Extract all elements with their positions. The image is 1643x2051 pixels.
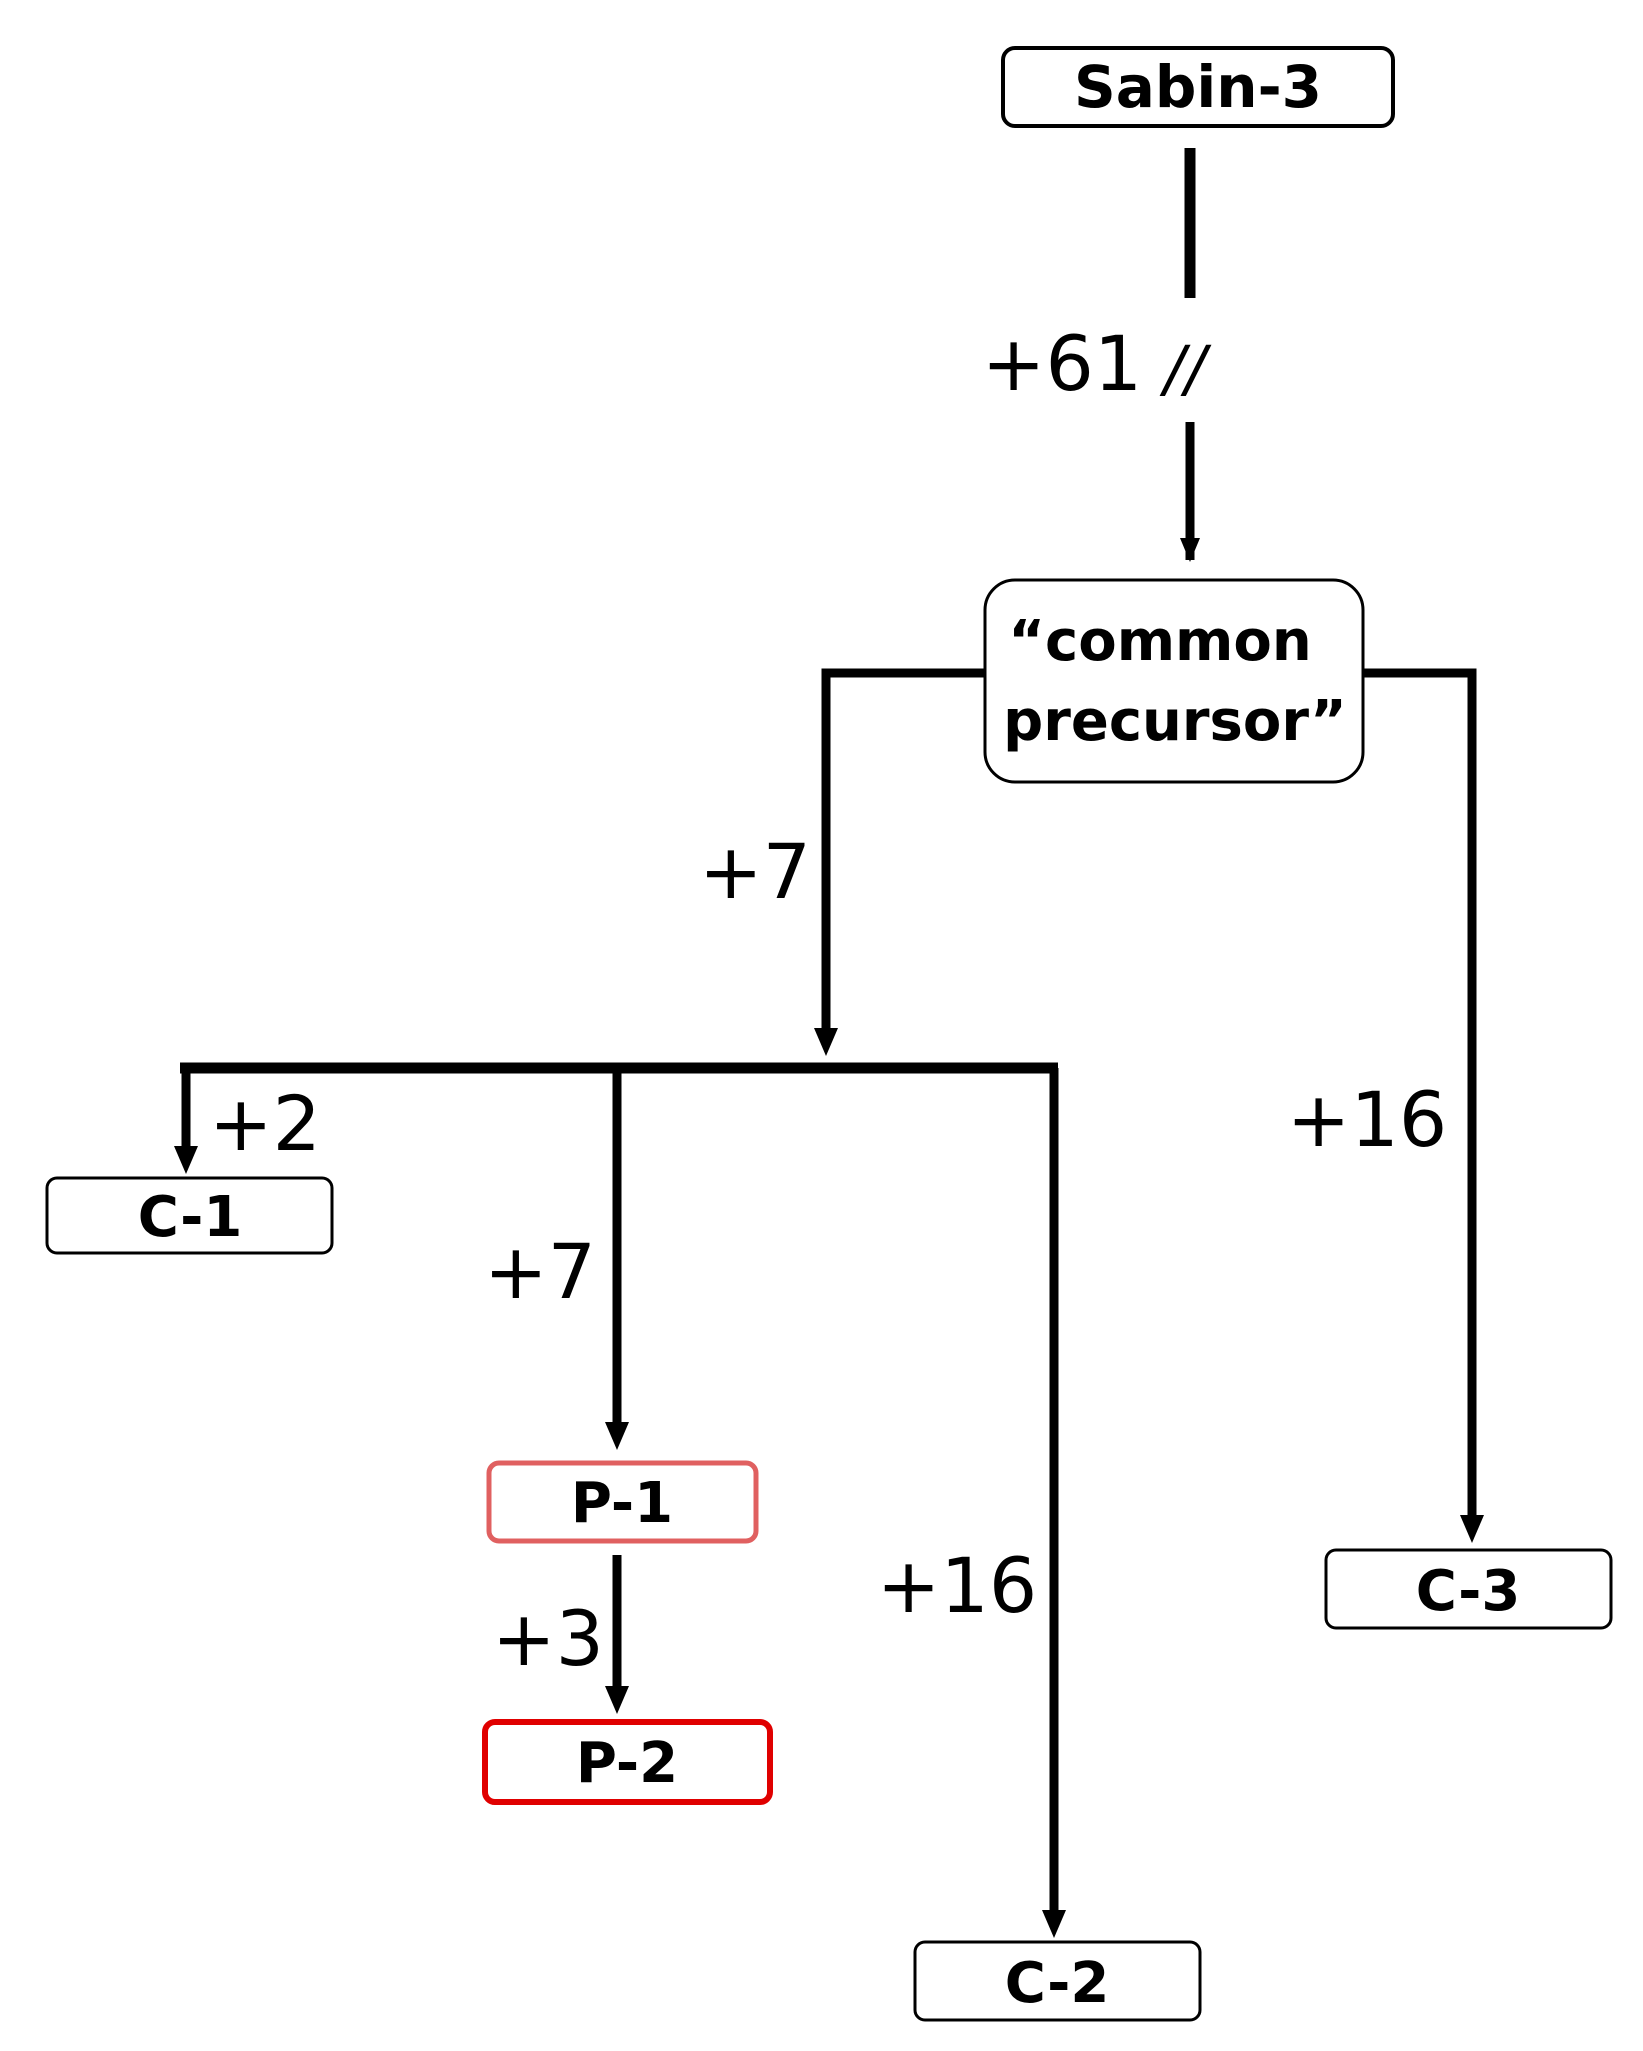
- break-mark: //: [1159, 332, 1212, 405]
- edge-label-branch-c2: +16: [877, 1541, 1037, 1630]
- node-common-precursor-line2: precursor”: [1003, 689, 1347, 754]
- edge-label-precursor-c3: +16: [1287, 1075, 1447, 1164]
- edge-label-branch-c1: +2: [209, 1079, 321, 1168]
- edge-label-p1-p2: +3: [492, 1594, 604, 1683]
- node-sabin-3: Sabin-3: [1001, 46, 1395, 128]
- edge-label-precursor-branch: +7: [699, 827, 811, 916]
- node-p-1: P-1: [486, 1460, 759, 1544]
- node-p-1-label: P-1: [571, 1471, 673, 1536]
- edge-precursor-branch: [821, 668, 985, 1030]
- node-common-precursor-line1: “common: [1008, 609, 1312, 674]
- edge-branch-p1-arrowhead: [605, 1422, 629, 1450]
- node-common-precursor: “common precursor”: [983, 578, 1365, 784]
- edge-label-sabin-precursor: +61: [982, 319, 1142, 408]
- edge-precursor-c3: [1363, 668, 1477, 1518]
- node-sabin-3-label: Sabin-3: [1074, 53, 1322, 121]
- edge-precursor-c3-arrowhead: [1460, 1515, 1484, 1543]
- node-p-2: P-2: [482, 1719, 773, 1805]
- node-c-2: C-2: [913, 1940, 1202, 2022]
- node-c-1: C-1: [45, 1176, 334, 1255]
- node-c-3-label: C-3: [1416, 1559, 1521, 1624]
- edge-branch-c1-arrowhead: [174, 1146, 198, 1174]
- edge-branch-c2-arrowhead: [1042, 1910, 1066, 1938]
- node-c-2-label: C-2: [1005, 1951, 1110, 2016]
- node-p-2-box: [482, 1719, 773, 1805]
- node-p-2-label: P-2: [576, 1731, 678, 1796]
- node-c-1-label: C-1: [138, 1185, 243, 1250]
- node-p-1-box: [486, 1460, 759, 1544]
- node-c-3: C-3: [1324, 1548, 1613, 1630]
- edge-label-branch-p1: +7: [484, 1227, 596, 1316]
- edge-precursor-branch-arrowhead: [814, 1028, 838, 1056]
- edge-p1-p2-arrowhead: [605, 1686, 629, 1714]
